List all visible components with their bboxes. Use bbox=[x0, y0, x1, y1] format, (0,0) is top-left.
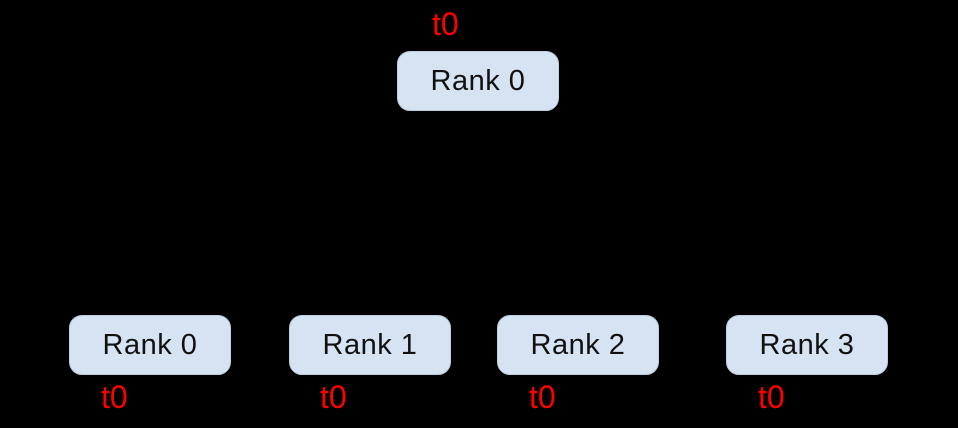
child-node-rank0: Rank 0 bbox=[69, 315, 231, 375]
child-node-rank2-label: Rank 2 bbox=[530, 328, 626, 361]
root-node-label: Rank 0 bbox=[430, 64, 526, 97]
timestep-label-rank2: t0 bbox=[529, 379, 556, 415]
child-node-rank1: Rank 1 bbox=[289, 315, 451, 375]
timestep-label-rank3: t0 bbox=[758, 379, 785, 415]
child-node-rank3-label: Rank 3 bbox=[759, 328, 855, 361]
timestep-label-rank0: t0 bbox=[101, 379, 128, 415]
child-node-rank3: Rank 3 bbox=[726, 315, 888, 375]
child-node-rank1-label: Rank 1 bbox=[322, 328, 418, 361]
child-node-rank0-label: Rank 0 bbox=[102, 328, 198, 361]
root-node: Rank 0 bbox=[397, 51, 559, 111]
child-node-rank2: Rank 2 bbox=[497, 315, 659, 375]
timestep-label-root: t0 bbox=[432, 6, 459, 42]
timestep-label-rank1: t0 bbox=[320, 379, 347, 415]
